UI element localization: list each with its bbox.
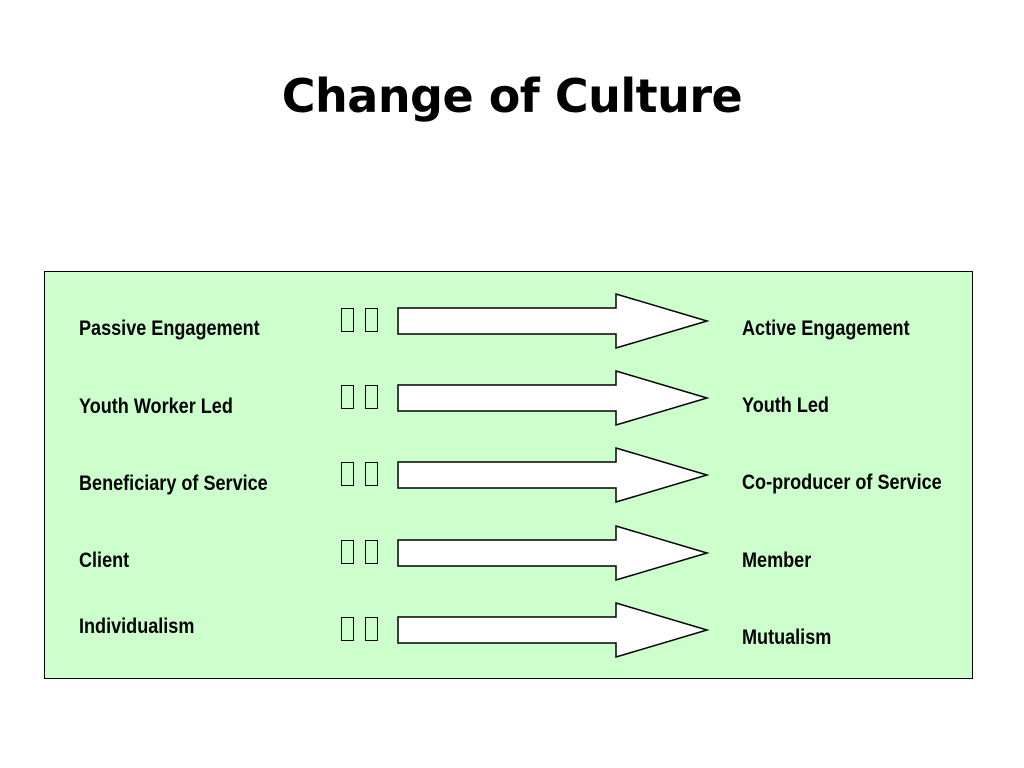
slide-title: Change of Culture <box>281 69 743 123</box>
to-label-mutualism: Mutualism <box>742 626 832 649</box>
from-label-individualism: Individualism <box>79 615 195 638</box>
to-label-youth-led: Youth Led <box>742 394 829 417</box>
right-arrow-icon <box>397 292 710 350</box>
missing-glyph-icon <box>341 462 354 486</box>
from-label-passive-engagement: Passive Engagement <box>79 317 260 340</box>
missing-glyph-icon <box>365 385 378 409</box>
right-arrow-icon <box>397 524 710 582</box>
to-label-member: Member <box>742 549 812 572</box>
from-label-beneficiary-of-service: Beneficiary of Service <box>79 472 268 495</box>
right-arrow-icon <box>397 601 710 659</box>
right-arrow-icon <box>397 446 710 504</box>
missing-glyph-icon <box>365 462 378 486</box>
missing-glyph-icon <box>365 617 378 641</box>
missing-glyph-icon <box>341 540 354 564</box>
missing-glyph-icon <box>365 540 378 564</box>
missing-glyph-icon <box>341 308 354 332</box>
from-label-client: Client <box>79 549 130 572</box>
missing-glyph-icon <box>365 308 378 332</box>
to-label-co-producer-of-service: Co-producer of Service <box>742 471 942 494</box>
missing-glyph-icon <box>341 385 354 409</box>
to-label-active-engagement: Active Engagement <box>742 317 910 340</box>
from-label-youth-worker-led: Youth Worker Led <box>79 395 233 418</box>
missing-glyph-icon <box>341 617 354 641</box>
right-arrow-icon <box>397 369 710 427</box>
